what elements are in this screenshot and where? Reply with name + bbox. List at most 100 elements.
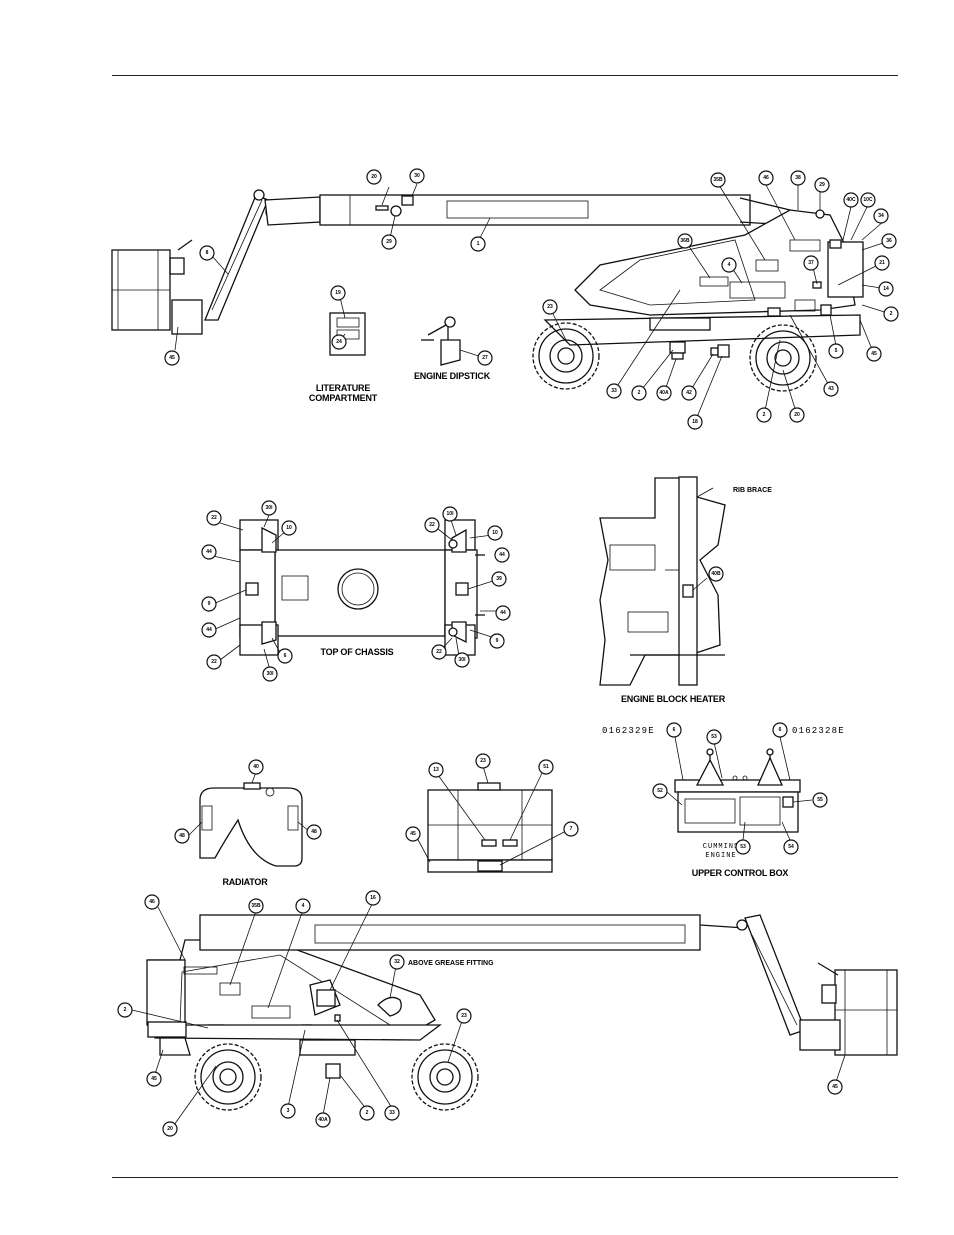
svg-text:39: 39	[496, 576, 502, 582]
callout-ucb-3: 52	[652, 783, 668, 799]
bottom-rule	[112, 1177, 898, 1178]
callout-top_view-14: 10C	[860, 192, 876, 208]
callout-radiator-2: 48	[306, 824, 322, 840]
callout-bottom_view-8: 3	[280, 1103, 296, 1119]
svg-text:4: 4	[302, 903, 305, 909]
callout-heater-0: 40B	[708, 566, 724, 582]
svg-text:34: 34	[878, 213, 884, 219]
front-tire	[532, 322, 600, 390]
code-left: 0162329E	[602, 726, 655, 736]
svg-text:8: 8	[206, 250, 209, 256]
callout-chassis-17: 6	[277, 648, 293, 664]
svg-text:22: 22	[211, 515, 217, 521]
callout-top_view-17: 21	[874, 255, 890, 271]
callout-chassis-7: 30I	[262, 666, 278, 682]
left-tire-bottom	[194, 1043, 262, 1111]
callout-top_view-18: 14	[878, 281, 894, 297]
svg-text:22: 22	[429, 522, 435, 528]
callout-bottom_view-0: 46	[144, 894, 160, 910]
callout-chassis-1: 44	[201, 544, 217, 560]
caption-literature-1: LITERATURE	[316, 383, 371, 393]
svg-text:43: 43	[828, 386, 834, 392]
callout-top_view-6: 19	[330, 285, 346, 301]
svg-text:32: 32	[394, 959, 400, 965]
jib-arm	[204, 194, 269, 321]
callout-chassis-14: 9	[489, 633, 505, 649]
callout-top_view-15: 34	[873, 208, 889, 224]
svg-text:37: 37	[808, 260, 814, 266]
rear-tire	[749, 324, 817, 392]
callout-top_view-5: 1	[470, 236, 486, 252]
callout-ucb-6: 54	[783, 839, 799, 855]
svg-text:5: 5	[835, 348, 838, 354]
jib-arm-bottom	[744, 914, 806, 1036]
svg-text:40C: 40C	[846, 197, 856, 203]
callout-top_view-4: 29	[381, 234, 397, 250]
callout-ucb-0: 6	[666, 722, 682, 738]
svg-text:45: 45	[169, 355, 175, 361]
callout-chassis-4: 22	[206, 654, 222, 670]
caption-radiator: RADIATOR	[222, 877, 268, 887]
callout-platform-3: 45	[405, 826, 421, 842]
callout-top_view-32: 2	[756, 407, 772, 423]
svg-text:44: 44	[206, 549, 212, 555]
callout-top_view-28: 2	[631, 385, 647, 401]
engine-dipstick	[421, 316, 461, 366]
svg-text:48: 48	[179, 833, 185, 839]
svg-text:44: 44	[500, 610, 506, 616]
callout-top_view-23: 37	[803, 255, 819, 271]
svg-text:40A: 40A	[318, 1117, 328, 1123]
svg-text:46: 46	[149, 899, 155, 905]
svg-text:35B: 35B	[251, 903, 261, 909]
callout-radiator-1: 48	[174, 828, 190, 844]
machine-side-view-bottom: ABOVE GREASE FITTING	[131, 901, 898, 1126]
svg-text:10I: 10I	[447, 511, 455, 517]
svg-text:30I: 30I	[459, 657, 467, 663]
callout-platform-0: 13	[428, 762, 444, 778]
svg-text:45: 45	[832, 1084, 838, 1090]
svg-text:29: 29	[819, 182, 825, 188]
platform-basket-bottom	[834, 969, 898, 1056]
svg-text:44: 44	[206, 627, 212, 633]
engine-block-heater-view: RIB BRACE ENGINE BLOCK HEATER	[599, 476, 772, 704]
callout-bottom_view-5: 2	[117, 1002, 133, 1018]
callout-top_view-27: 33	[606, 383, 622, 399]
machine-side-view-top: LITERATURE COMPARTMENT ENGINE DIPSTICK	[111, 183, 892, 423]
svg-text:44: 44	[499, 552, 505, 558]
svg-text:46: 46	[763, 175, 769, 181]
literature-compartment	[329, 312, 366, 356]
svg-text:9: 9	[208, 601, 211, 607]
radiator-view: RADIATOR	[187, 771, 311, 887]
callout-top_view-30: 42	[681, 385, 697, 401]
callout-bottom_view-1: 35B	[248, 898, 264, 914]
callout-top_view-7: 24	[331, 334, 347, 350]
svg-text:9: 9	[496, 638, 499, 644]
callout-chassis-6: 10	[281, 520, 297, 536]
svg-text:36B: 36B	[680, 238, 690, 244]
svg-text:45: 45	[151, 1076, 157, 1082]
svg-text:40: 40	[253, 764, 259, 770]
callout-ucb-4: 55	[812, 792, 828, 808]
callout-platform-4: 7	[563, 821, 579, 837]
cummins-line-2: ENGINE	[705, 852, 736, 860]
svg-text:24: 24	[336, 339, 342, 345]
svg-text:23: 23	[480, 758, 486, 764]
caption-rib-brace: RIB BRACE	[733, 487, 772, 494]
svg-text:1: 1	[477, 241, 480, 247]
svg-text:36: 36	[886, 238, 892, 244]
main-boom-bottom	[199, 914, 701, 951]
caption-chassis: TOP OF CHASSIS	[321, 647, 394, 657]
callout-top_view-0: 8	[199, 245, 215, 261]
callout-chassis-9: 10I	[442, 506, 458, 522]
callout-bottom_view-12: 23	[456, 1008, 472, 1024]
callout-chassis-16: 22	[431, 644, 447, 660]
top-of-chassis-view: TOP OF CHASSIS	[212, 512, 502, 671]
svg-text:3: 3	[287, 1108, 290, 1114]
engine-cover	[827, 241, 864, 298]
svg-text:30I: 30I	[267, 671, 275, 677]
svg-text:40A: 40A	[659, 390, 669, 396]
callout-top_view-8: 27	[477, 350, 493, 366]
svg-text:21: 21	[879, 260, 885, 266]
